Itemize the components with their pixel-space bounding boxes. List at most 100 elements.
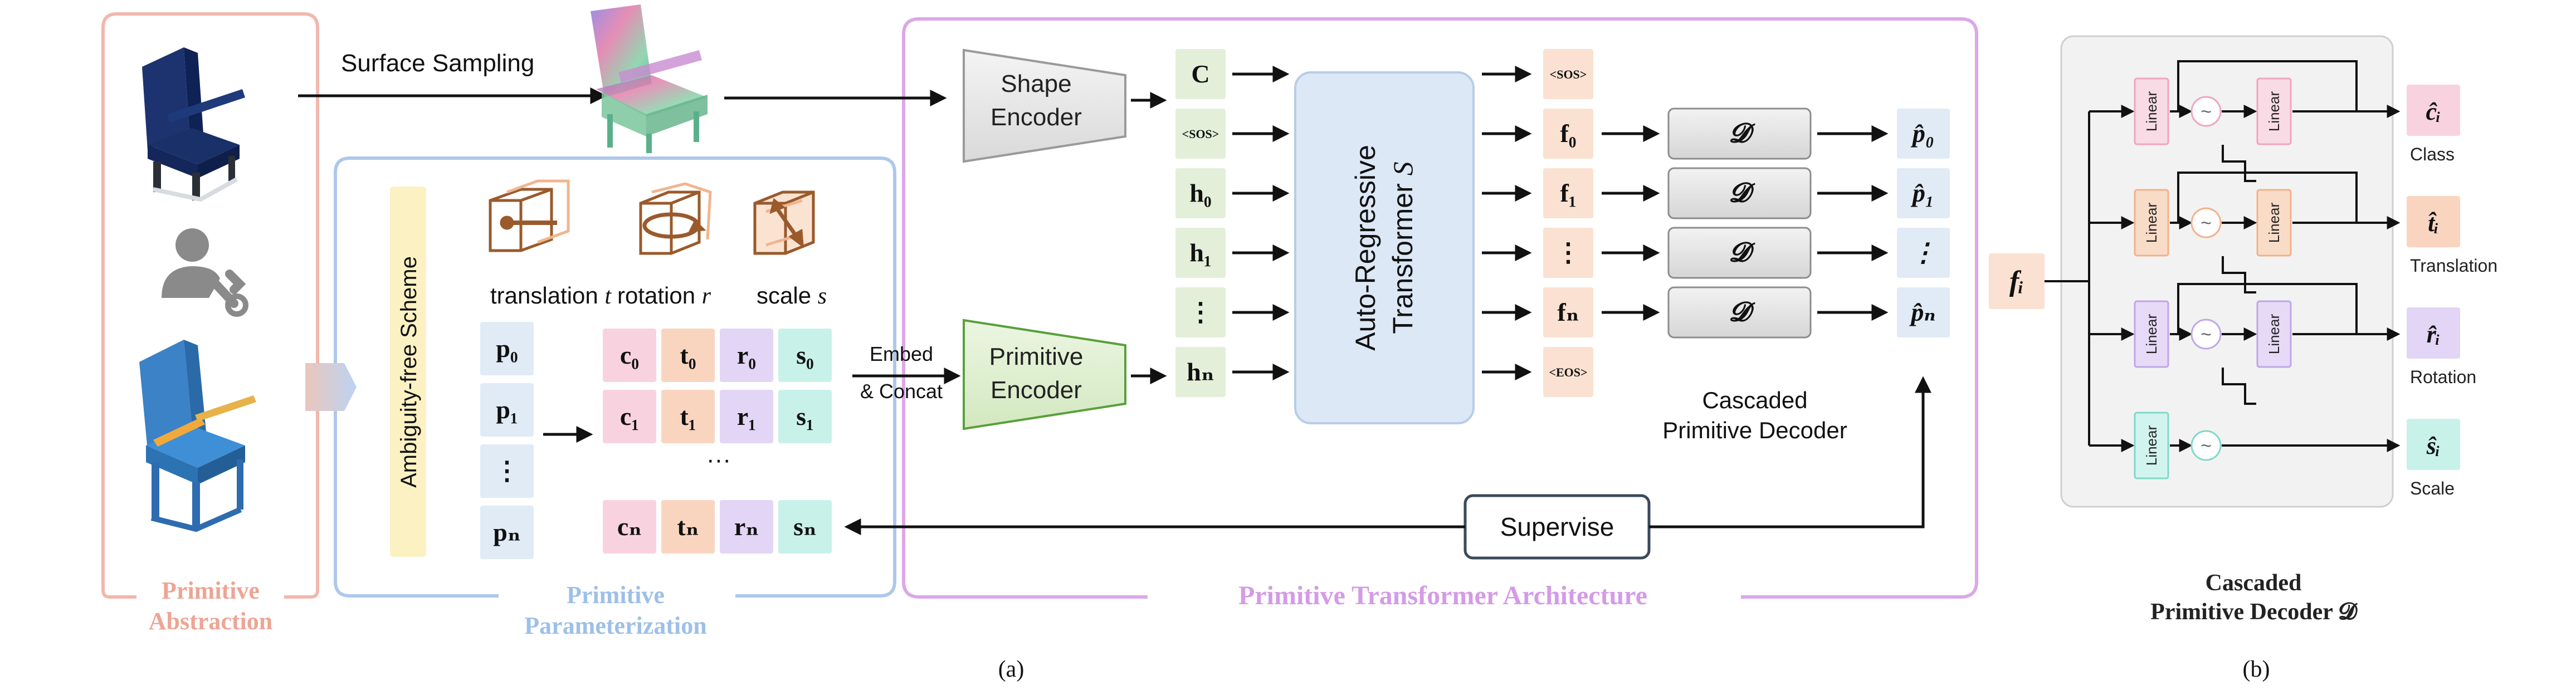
svg-text:s₀: s₀: [796, 341, 814, 369]
rotation-cube-icon: [639, 182, 712, 255]
input-token-column: C <SOS> h₀ h₁ ⋮ hₙ: [1175, 49, 1226, 397]
linear-layer-1-a: Linear: [2143, 203, 2160, 243]
caption-b: (b): [2243, 657, 2270, 682]
scale-cube-icon: [753, 190, 815, 255]
ambiguity-free-scheme-bar: [390, 187, 426, 557]
supervise-label: Supervise: [1500, 512, 1614, 541]
svg-text:cₙ: cₙ: [617, 512, 642, 541]
output-token-2: f₁: [1543, 168, 1593, 218]
ambiguity-free-scheme-label: Ambiguity-free Scheme: [397, 256, 421, 488]
user-tool-icon: [162, 228, 248, 317]
architecture-frame: [902, 17, 1978, 599]
svg-text:f₁: f₁: [1560, 179, 1576, 207]
parameterization-label-line1: Primitive: [567, 581, 665, 609]
svg-text:ĉᵢ: ĉᵢ: [2426, 98, 2441, 125]
svg-text:ŝᵢ: ŝᵢ: [2426, 432, 2441, 459]
svg-text:f₀: f₀: [1560, 119, 1576, 148]
prediction-token-column: p̂₀p̂₁⋮p̂ₙ: [1897, 109, 1950, 337]
primitive-encoder-block: Primitive Encoder: [963, 319, 1126, 430]
svg-text:⋮: ⋮: [494, 457, 520, 485]
svg-text:t₀: t₀: [680, 341, 696, 369]
svg-text:sₙ: sₙ: [793, 512, 817, 541]
prediction-token-3: p̂ₙ: [1897, 287, 1950, 337]
svg-text:p̂ₙ: p̂ₙ: [1909, 298, 1935, 326]
supervise-box: Supervise: [1463, 494, 1651, 560]
svg-text:Scale: Scale: [2410, 478, 2455, 498]
transformer-block: Auto-Regressive Transformer S: [1294, 71, 1475, 424]
supervise-to-predictions-arrow: [1649, 376, 1931, 528]
activation-2: ~: [2201, 324, 2212, 345]
input-token-5: hₙ: [1175, 347, 1226, 397]
parameterization-frame: [334, 156, 896, 598]
svg-text:r₀: r₀: [737, 341, 756, 369]
primitive-encoder-label-line1: Primitive: [989, 343, 1084, 370]
input-token-3: h₁: [1175, 228, 1226, 278]
svg-text:p₁: p₁: [496, 395, 518, 424]
transformer-label-line1: Auto-Regressive: [1350, 145, 1381, 351]
output-token-1: f₀: [1543, 109, 1593, 159]
svg-text:p̂₁: p̂₁: [1910, 179, 1934, 207]
transition-arrow: [305, 363, 357, 411]
output-token-arrows: [1482, 66, 1532, 380]
decoder-title-line2: Primitive Decoder 𝓓: [2150, 599, 2358, 625]
abstraction-label-line2: Abstraction: [149, 608, 272, 635]
decoder-block-1: 𝓓: [1667, 167, 1812, 219]
param-translation-cell-0: t₀: [661, 329, 715, 382]
parameterization-label-line2: Parameterization: [524, 612, 706, 639]
cascaded-decoder-label-line2: Primitive Decoder: [1662, 417, 1847, 443]
param-rotation-cell-0: r₀: [720, 329, 773, 382]
param-translation-cell-1: t₁: [661, 390, 715, 443]
prediction-token-1: p̂₁: [1897, 168, 1950, 218]
input-token-0: C: [1175, 49, 1226, 99]
svg-text:h₀: h₀: [1189, 179, 1211, 207]
svg-text:Rotation: Rotation: [2410, 367, 2476, 387]
cascaded-decoder-label-line1: Cascaded: [1702, 387, 1807, 413]
svg-text:c₁: c₁: [620, 402, 639, 430]
linear-layer-1-b: Linear: [2266, 203, 2282, 243]
activation-3: ~: [2201, 435, 2212, 457]
linear-layer-0-b: Linear: [2266, 91, 2282, 132]
activation-0: ~: [2201, 101, 2212, 123]
input-token-1: <SOS>: [1175, 109, 1226, 159]
embed-label: Embed: [870, 342, 933, 365]
input-token-arrows: [1232, 66, 1290, 380]
svg-text:p̂₀: p̂₀: [1910, 119, 1934, 148]
abstraction-frame: [101, 12, 319, 599]
svg-text:<SOS>: <SOS>: [1182, 127, 1219, 141]
svg-text:r̂ᵢ: r̂ᵢ: [2427, 321, 2441, 348]
output-token-4: fₙ: [1543, 287, 1593, 337]
caption-a: (a): [998, 657, 1024, 682]
p-token-2: ⋮: [480, 444, 534, 498]
param-translation-cell-2: tₙ: [661, 500, 715, 554]
svg-text:pₙ: pₙ: [493, 518, 520, 546]
translation-cube-icon: [489, 179, 570, 252]
navy-chair-image: [142, 47, 245, 202]
p-token-1: p₁: [480, 383, 534, 437]
decoder-block-3: 𝓓: [1667, 286, 1812, 339]
abstraction-label-line1: Primitive: [162, 577, 260, 604]
svg-text:t₁: t₁: [680, 402, 696, 430]
translation-label: translation t: [490, 282, 612, 309]
parameter-grid-ellipsis: ···: [706, 446, 731, 473]
param-rotation-cell-1: r₁: [720, 390, 773, 443]
input-token-4: ⋮: [1175, 287, 1226, 337]
svg-text:Translation: Translation: [2410, 256, 2497, 276]
output-token-5: <EOS>: [1543, 347, 1593, 397]
param-scale-cell-0: s₀: [778, 329, 832, 382]
rotation-label: rotation r: [617, 282, 711, 309]
svg-text:Class: Class: [2410, 144, 2455, 164]
param-scale-cell-1: s₁: [778, 390, 832, 443]
shape-encoder-label-line2: Encoder: [991, 104, 1082, 131]
param-rotation-cell-2: rₙ: [720, 500, 773, 554]
primitive-encoder-label-line2: Encoder: [991, 376, 1082, 404]
blue-primitive-chair-image: [139, 340, 256, 532]
